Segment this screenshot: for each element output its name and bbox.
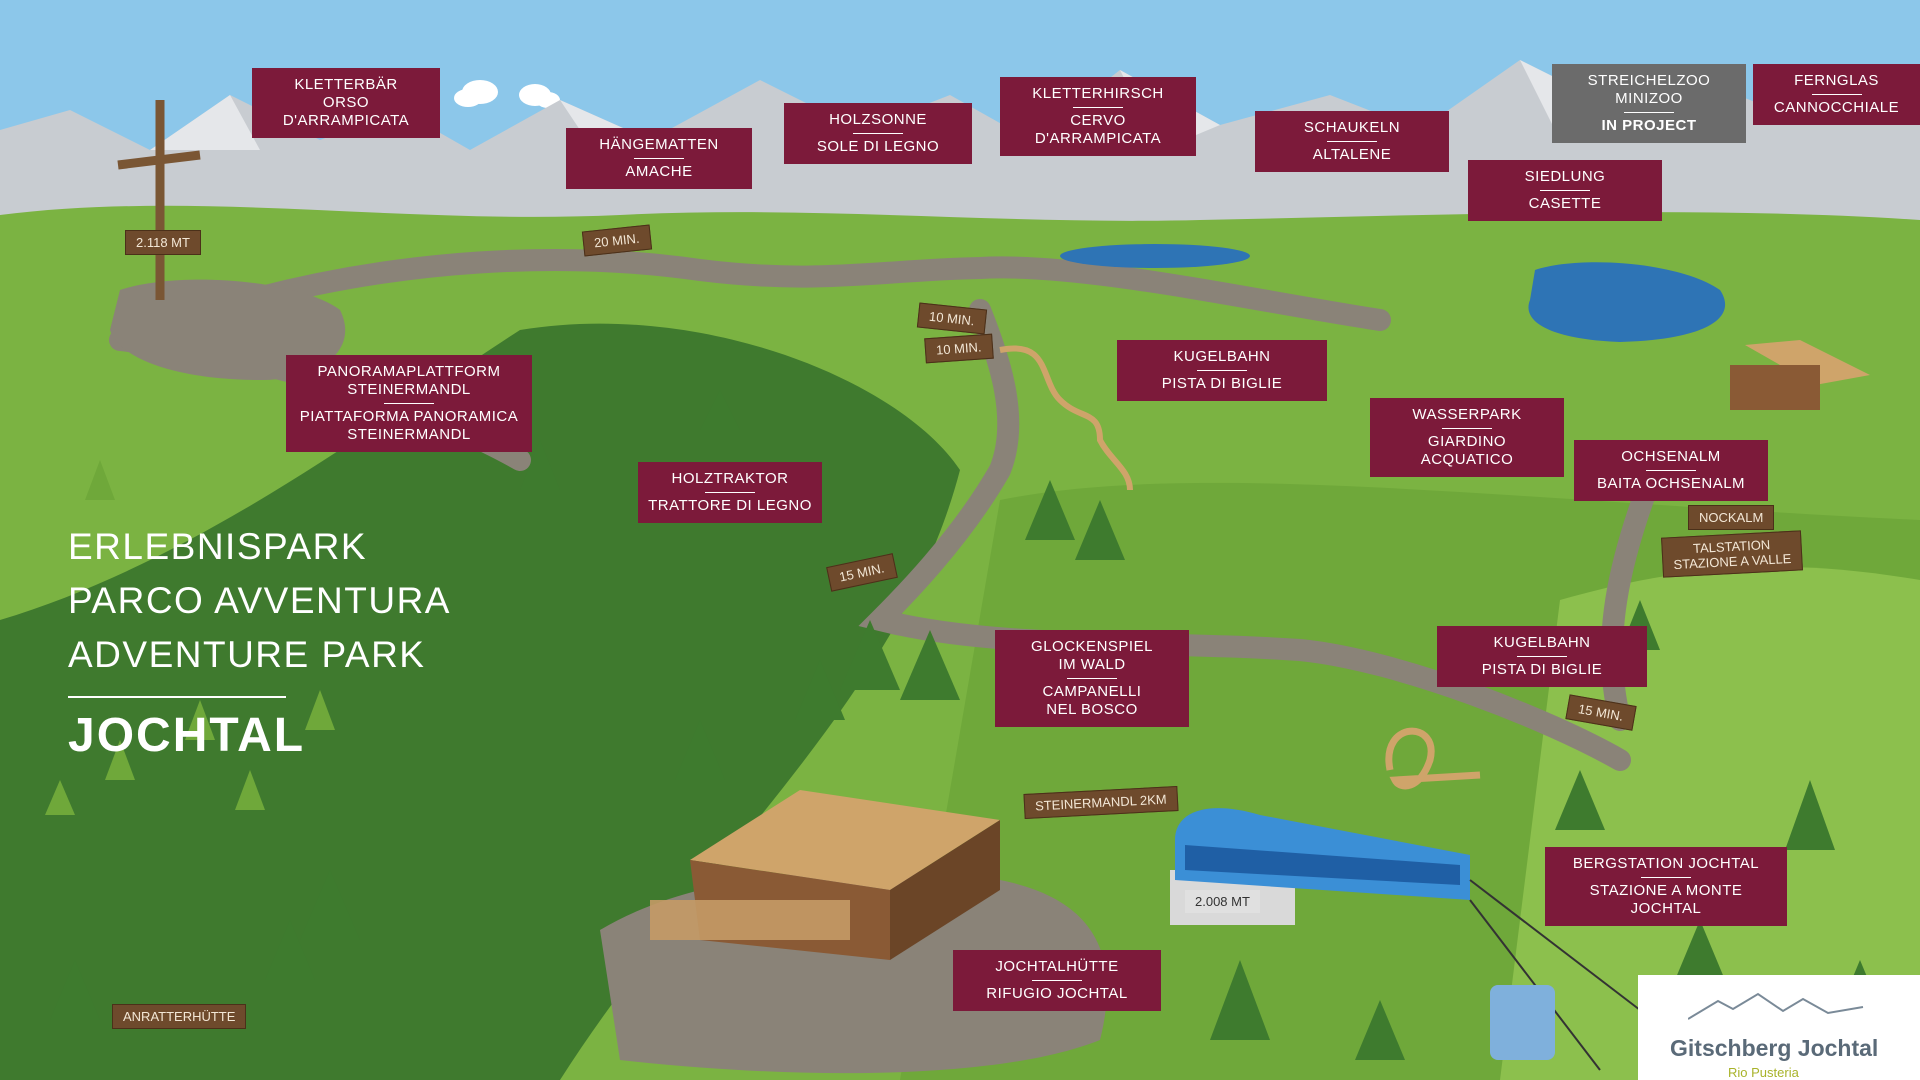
sign-10min-b: 10 MIN. <box>924 333 994 364</box>
label-wasserpark[interactable]: WASSERPARK GIARDINO ACQUATICO <box>1370 398 1564 477</box>
water-park-pond <box>1528 262 1726 342</box>
logo-name: Gitschberg Jochtal <box>1670 1035 1879 1061</box>
label-kletterbaer[interactable]: KLETTERBÄR ORSO D'ARRAMPICATA <box>252 68 440 138</box>
logo-subtitle: Rio Pusteria <box>1728 1065 1799 1080</box>
label-fernglas[interactable]: FERNGLAS CANNOCCHIALE <box>1753 64 1920 125</box>
title-divider <box>68 696 286 698</box>
label-kugelbahn-2[interactable]: KUGELBAHN PISTA DI BIGLIE <box>1437 626 1647 687</box>
label-holztraktor[interactable]: HOLZTRAKTOR TRATTORE DI LEGNO <box>638 462 822 523</box>
small-lake <box>1060 244 1250 268</box>
label-kletterhirsch[interactable]: KLETTERHIRSCH CERVO D'ARRAMPICATA <box>1000 77 1196 156</box>
label-siedlung[interactable]: SIEDLUNG CASETTE <box>1468 160 1662 221</box>
bergstation <box>1170 808 1641 1071</box>
sign-anratterhuette: ANRATTERHÜTTE <box>112 1004 247 1029</box>
park-title: ERLEBNISPARK PARCO AVVENTURA ADVENTURE P… <box>68 520 451 763</box>
sign-nockalm: NOCKALM <box>1688 505 1775 530</box>
kugelbahn-track <box>999 345 1133 491</box>
label-jochtalhuette[interactable]: JOCHTALHÜTTE RIFUGIO JOCHTAL <box>953 950 1161 1011</box>
label-streichelzoo[interactable]: STREICHELZOO MINIZOO IN PROJECT <box>1552 64 1746 143</box>
title-line-de: ERLEBNISPARK <box>68 526 368 567</box>
label-glockenspiel[interactable]: GLOCKENSPIEL IM WALD CAMPANELLI NEL BOSC… <box>995 630 1189 727</box>
label-schaukeln[interactable]: SCHAUKELN ALTALENE <box>1255 111 1449 172</box>
summit-cross <box>117 100 201 300</box>
label-ochsenalm[interactable]: OCHSENALM BAITA OCHSENALM <box>1574 440 1768 501</box>
label-panoramaplattform[interactable]: PANORAMAPLATTFORM STEINERMANDL PIATTAFOR… <box>286 355 532 452</box>
label-bergstation[interactable]: BERGSTATION JOCHTAL STAZIONE A MONTE JOC… <box>1545 847 1787 926</box>
sign-talstation: TALSTATION STAZIONE A VALLE <box>1661 530 1803 578</box>
sign-summit-altitude: 2.118 MT <box>125 230 201 255</box>
trees <box>50 390 1885 1060</box>
ochsenalm-huette <box>1730 340 1870 410</box>
title-main: JOCHTAL <box>68 709 306 762</box>
clouds <box>454 80 560 108</box>
mountain-logo-icon <box>1688 992 1864 1020</box>
plaza-panorama <box>110 279 346 380</box>
gitschberg-jochtal-logo: Gitschberg Jochtal Rio Pusteria <box>1638 975 1920 1080</box>
title-line-it: PARCO AVVENTURA <box>68 580 451 621</box>
label-kugelbahn-1[interactable]: KUGELBAHN PISTA DI BIGLIE <box>1117 340 1327 401</box>
title-line-en: ADVENTURE PARK <box>68 634 426 675</box>
label-holzsonne[interactable]: HOLZSONNE SOLE DI LEGNO <box>784 103 972 164</box>
sign-station-altitude: 2.008 MT <box>1185 890 1260 913</box>
label-haengematten[interactable]: HÄNGEMATTEN AMACHE <box>566 128 752 189</box>
jochtal-huette <box>650 790 1000 960</box>
